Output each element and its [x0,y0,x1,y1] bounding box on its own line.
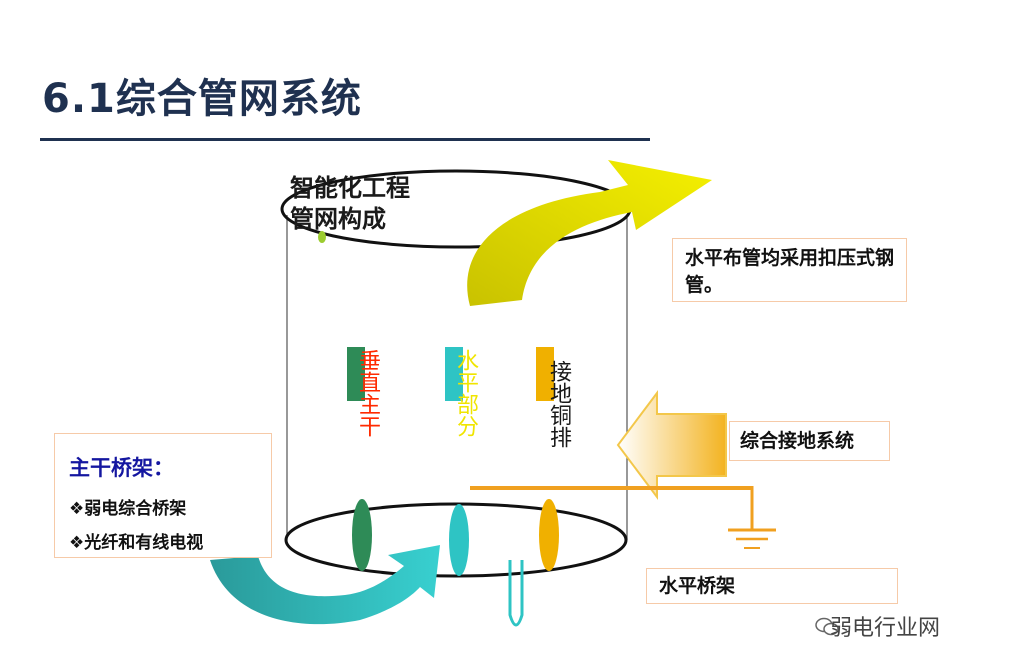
trunk-tray-title: 主干桥架： [69,456,174,480]
grounding-system-box: 综合接地系统 [729,421,890,461]
top-caption-line2: 管网构成 [290,205,386,233]
page-title: 6.1综合管网系统 [42,76,362,122]
green-oval [352,499,372,571]
cyan-bar [445,347,463,401]
orange-oval [539,499,559,571]
wechat-icon [815,617,839,636]
horizontal-tray-box: 水平桥架 [646,568,898,604]
cyan-oval [449,504,469,576]
trunk-item-fiber-catv: ❖光纤和有线电视 [69,533,204,553]
green-bar [347,347,365,401]
ground-busbar-label: 接地铜排 [546,360,571,448]
grounding-system-label: 综合接地系统 [740,430,855,452]
yellow-curved-arrow [467,160,712,306]
cable-loop [508,560,524,627]
pipe-note-box: 水平布管均采用扣压式钢管。 [672,238,907,302]
pipe-note-text: 水平布管均采用扣压式钢管。 [685,247,895,296]
horizontal-tray-label: 水平桥架 [659,575,736,597]
green-mark-top [318,231,326,243]
horizontal-part-label: 水平部分 [453,349,478,437]
trunk-tray-box: 主干桥架： ❖弱电综合桥架 ❖光纤和有线电视 [54,433,272,558]
title-underline [40,138,650,141]
cylinder-shaft [280,169,632,578]
trunk-item-weak-current: ❖弱电综合桥架 [69,499,187,519]
ground-arrow [616,390,727,500]
teal-curved-arrow [210,545,440,625]
orange-bar [536,347,554,401]
top-caption-line1: 智能化工程 [290,174,410,202]
watermark-text: 弱电行业网 [830,616,941,641]
horizontal-tray-line [470,486,776,549]
vertical-trunk-label: 垂直主干 [355,349,380,437]
